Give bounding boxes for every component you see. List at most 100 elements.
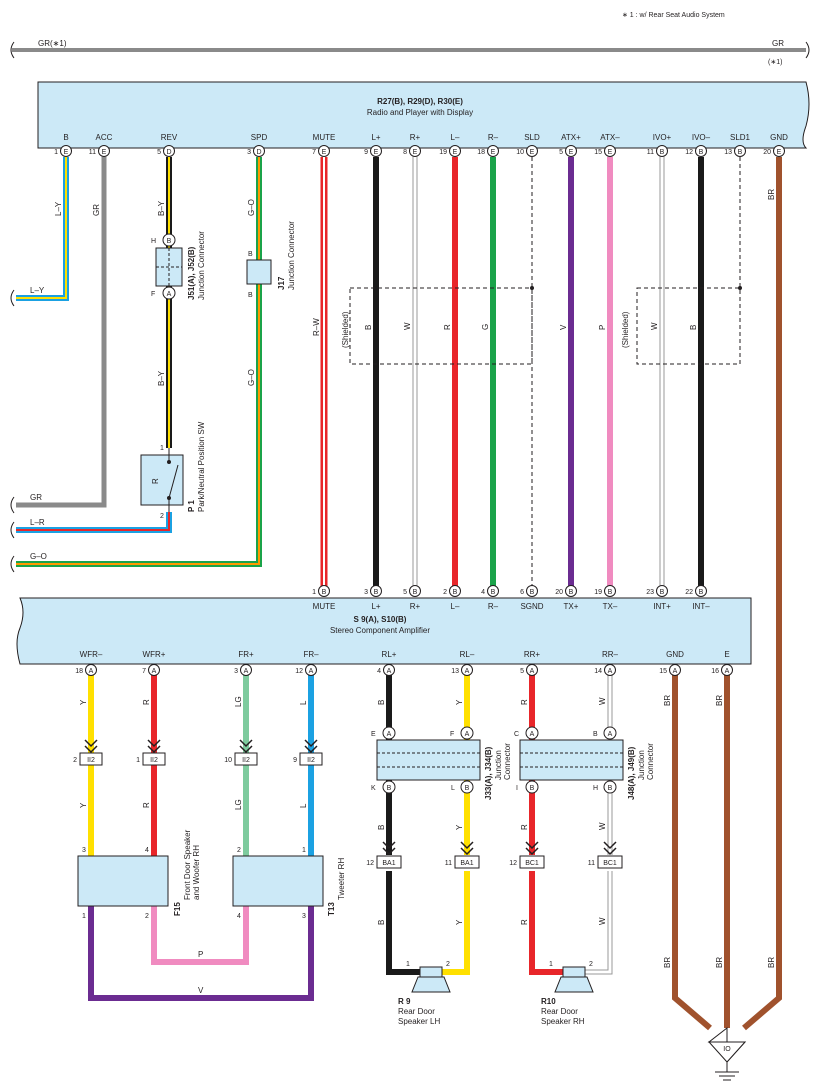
- amp-top-pin-label: MUTE: [313, 602, 336, 611]
- rear-door-connector-label: BC1: [525, 860, 539, 867]
- wire-code-lg-fr: LG: [234, 696, 243, 707]
- amp-bottom-pin-num: 14: [594, 668, 602, 675]
- f15-pin-3: 1: [82, 913, 86, 920]
- rear-door-connector-pin: 11: [445, 860, 452, 867]
- amp-top-pin-circle: [656, 585, 668, 597]
- amp-bottom-pin-num: 12: [295, 668, 303, 675]
- amp-top-pin-num: 20: [555, 589, 563, 596]
- wire-code-v-atx: V: [559, 324, 568, 330]
- rear-door-connector-label: BC1: [603, 860, 617, 867]
- amp-bottom-pin-num: 18: [75, 668, 83, 675]
- ii2-box: [79, 752, 103, 766]
- amp-bottom-pin-num: 16: [711, 668, 719, 675]
- wire-code-br-amp-e: BR: [715, 695, 724, 706]
- amp-bottom-pins: WFR–A18WFR+A7FR+A3FR–A12RL+A4RL–A13RR+A5…: [75, 650, 733, 676]
- radio-pin-label: MUTE: [313, 133, 336, 142]
- radio-pin-label: L–: [451, 133, 460, 142]
- rear-door-connector-label: BA1: [460, 860, 473, 867]
- connector-chevron-icon: [147, 739, 161, 754]
- wire-code-y-rl-3: Y: [455, 919, 464, 925]
- wire-code-b-ivo: B: [689, 325, 698, 330]
- j48-pin-4: H: [593, 785, 598, 792]
- j48-conn-4: B: [608, 785, 613, 792]
- connector-chevron-icon: [239, 739, 253, 754]
- amp-top-pin-label: INT+: [653, 602, 671, 611]
- ii2-pin: 1: [136, 757, 140, 764]
- amp-top-pin-label: L+: [371, 602, 380, 611]
- amp-top-pin-num: 2: [443, 589, 447, 596]
- wire-code-w-rr-3: W: [598, 917, 607, 925]
- radio-pin-label: REV: [161, 133, 178, 142]
- radio-pin-num: 5: [559, 149, 563, 156]
- left-breaks: [10, 289, 15, 573]
- amp-top-pin-conn: B: [453, 589, 458, 596]
- amp-bottom-pin-num: 3: [234, 668, 238, 675]
- radio-box: [37, 81, 810, 149]
- amp-bottom-pin-label: WFR–: [80, 650, 103, 659]
- p1-pin1: 1: [160, 445, 164, 452]
- amp-bottom-pin-label: FR+: [238, 650, 254, 659]
- j51-conn-bottom: A: [167, 291, 172, 298]
- amp-top-pin-conn: B: [569, 589, 574, 596]
- wire-code-w-ivo: W: [650, 322, 659, 330]
- ii2-pin: 2: [73, 757, 77, 764]
- amp-top-pin-circle: [409, 585, 421, 597]
- wire-code-by-lower: B–Y: [157, 370, 166, 386]
- j51-conn-top: B: [167, 238, 172, 245]
- amp-title: S 9(A), S10(B): [354, 615, 407, 624]
- t13-name: T13: [327, 902, 336, 916]
- radio-pin-circle: [163, 145, 175, 157]
- radio-pin-conn: E: [453, 149, 458, 156]
- f15-desc2: and Woofer RH: [192, 845, 201, 900]
- wire-code-ly: L–Y: [54, 201, 63, 216]
- radio-pin-num: 5: [157, 149, 161, 156]
- f15-name: F15: [173, 902, 182, 916]
- radio-title: R27(B), R29(D), R30(E): [377, 97, 463, 106]
- ground-label: IO: [723, 1046, 731, 1053]
- radio-pin-label: R+: [410, 133, 421, 142]
- wire-code-gr-left: GR: [30, 493, 42, 502]
- radio-pin-label: L+: [371, 133, 380, 142]
- amp-top-pin-circle: [604, 585, 616, 597]
- j33-conn-1: A: [387, 731, 392, 738]
- j33-desc2: Connector: [503, 743, 512, 780]
- amp-bottom-pin-label: E: [724, 650, 729, 659]
- radio-pin-label: SLD: [524, 133, 540, 142]
- amp-box: [16, 597, 752, 665]
- radio-pin-num: 1: [54, 149, 58, 156]
- wire-code-w-rr-2: W: [598, 822, 607, 830]
- amp-bottom-pin-circle: [305, 664, 317, 676]
- amp-bottom-pin-num: 4: [377, 668, 381, 675]
- shielded-label-1: (Shielded): [341, 311, 350, 348]
- t13-pin-1: 2: [237, 847, 241, 854]
- wire-code-y-rl: Y: [455, 699, 464, 705]
- gr-right-sub: (∗1): [768, 59, 782, 66]
- wire-code-br-amp-gnd-2: BR: [663, 957, 672, 968]
- amp-bottom-pin-circle: [148, 664, 160, 676]
- radio-pin-conn: E: [777, 149, 782, 156]
- r10-desc1: Rear Door: [541, 1007, 578, 1016]
- amp-top-pin-circle: [370, 585, 382, 597]
- ii2-label: II2: [150, 757, 158, 764]
- j51-name: J51(A), J52(B): [187, 246, 196, 300]
- amp-bottom-pin-circle: [669, 664, 681, 676]
- j17-connector: [246, 259, 272, 285]
- radio-pin-conn: E: [569, 149, 574, 156]
- amp-top-pin-circle: [318, 585, 330, 597]
- wire-code-b-rl-3: B: [377, 920, 386, 925]
- j17-name: J17: [277, 276, 286, 290]
- amp-top-pin-conn: B: [660, 589, 665, 596]
- radio-pin-circle: [695, 145, 707, 157]
- radio-pin-conn: E: [102, 149, 107, 156]
- radio-pin-num: 8: [403, 149, 407, 156]
- ii2-label: II2: [307, 757, 315, 764]
- wire-code-w-rplus: W: [403, 322, 412, 330]
- radio-pin-circle: [318, 145, 330, 157]
- radio-pin-num: 11: [647, 149, 654, 156]
- p1-inner: R: [151, 478, 160, 484]
- rear-door-connector-pin: 12: [366, 860, 374, 867]
- amp-bottom-pin-conn: A: [465, 668, 470, 675]
- amp-bottom-pin-conn: A: [530, 668, 535, 675]
- j48-connector: [519, 726, 624, 794]
